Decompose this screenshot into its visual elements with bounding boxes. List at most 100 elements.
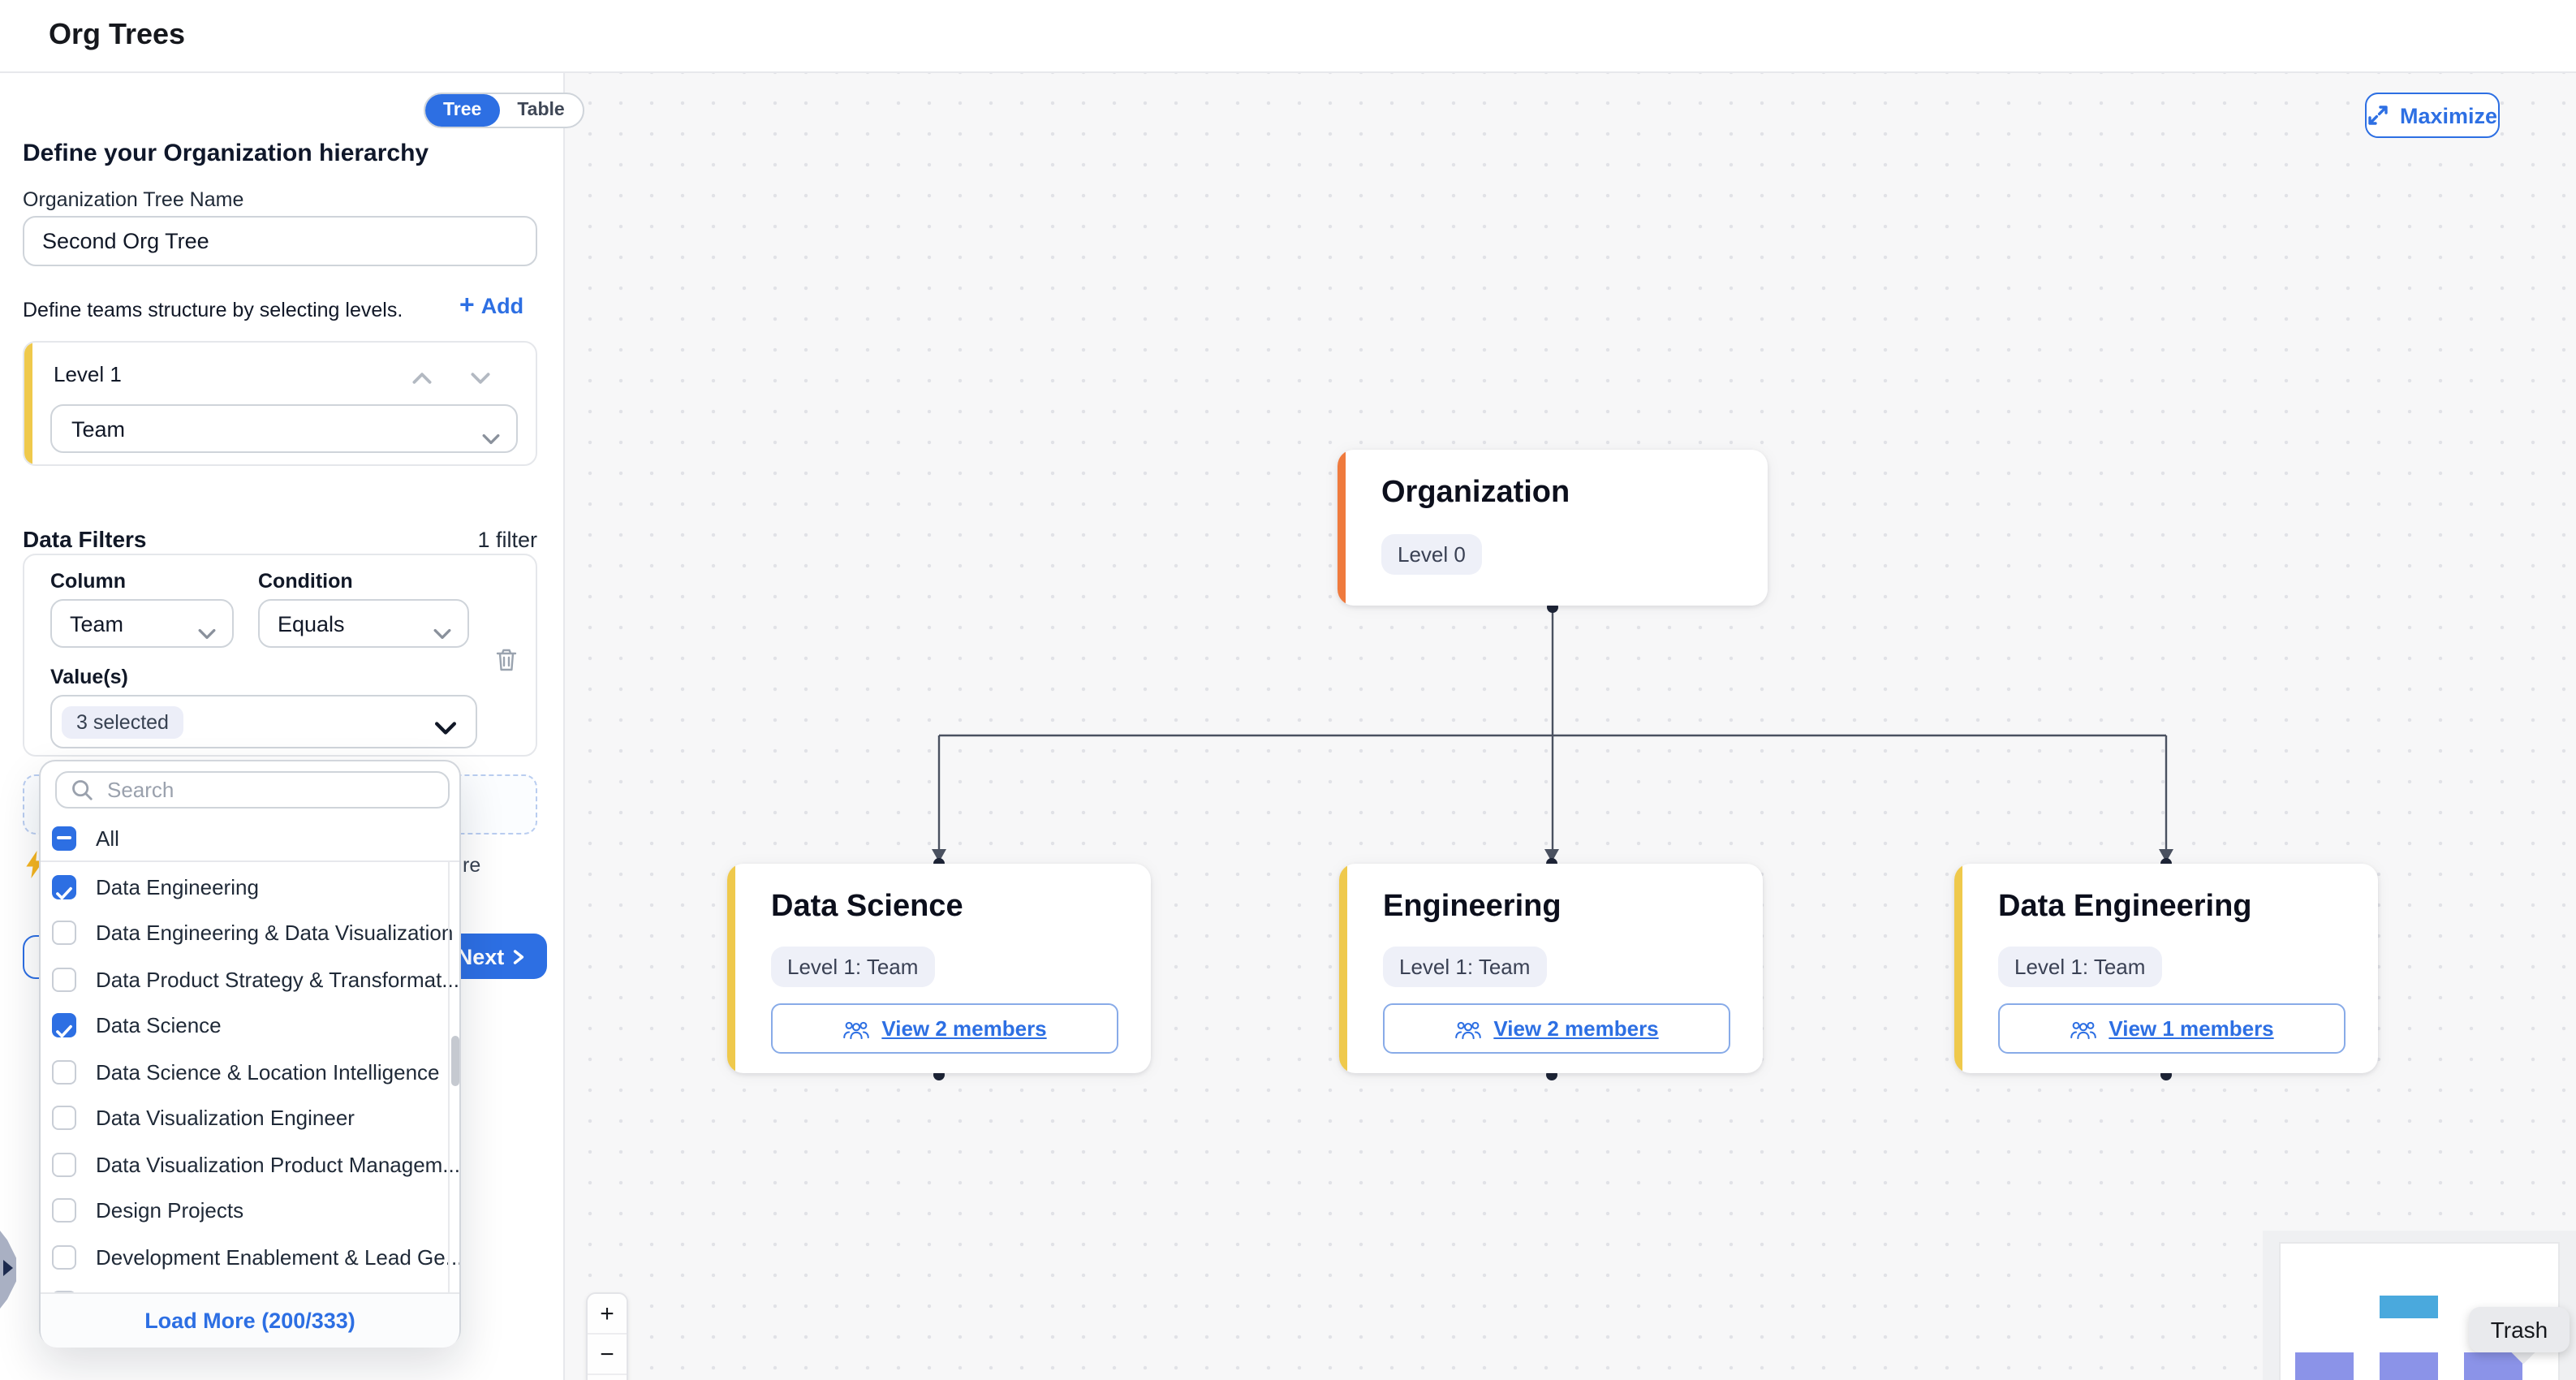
item-label: Data Visualization Engineer	[96, 1106, 355, 1131]
level-card: Level 1 Team	[23, 341, 537, 466]
node-title: Data Engineering	[1998, 890, 2252, 924]
dropdown-item[interactable]: Data Visualization Product Managem...	[41, 1141, 459, 1188]
dropdown-item[interactable]: Data Engineering & Data Visualization	[41, 910, 459, 956]
values-multiselect[interactable]: 3 selected	[50, 695, 477, 748]
item-checkbox[interactable]	[52, 1152, 76, 1177]
zoom-out-button[interactable]: −	[588, 1335, 627, 1374]
minimap[interactable]	[2263, 1231, 2576, 1380]
filter-card: Column Condition Team Equals Value(s) 3 …	[23, 554, 537, 757]
maximize-button[interactable]: Maximize	[2365, 93, 2500, 138]
node-accent-bar	[1954, 864, 1962, 1073]
move-level-down-icon[interactable]	[471, 364, 490, 393]
org-node-child[interactable]: Engineering Level 1: Team View 2 members	[1339, 864, 1763, 1073]
tree-connectors	[932, 602, 2173, 1080]
delete-filter-icon[interactable]	[493, 646, 519, 674]
chevron-right-icon	[2, 1260, 12, 1276]
item-checkbox[interactable]	[52, 874, 76, 899]
zoom-controls: + −	[586, 1292, 628, 1380]
levels-hint: Define teams structure by selecting leve…	[23, 299, 403, 321]
chevron-down-icon	[198, 619, 216, 648]
add-level-label: Add	[480, 294, 524, 318]
people-icon	[1455, 1020, 1482, 1038]
column-label: Column	[50, 570, 127, 593]
next-label: Next	[456, 944, 505, 968]
dropdown-item[interactable]: Development & Portfolio Strat...	[41, 1280, 459, 1292]
select-all-checkbox[interactable]	[52, 826, 76, 850]
tab-tree[interactable]: Tree	[425, 94, 500, 127]
view-members-button[interactable]: View 2 members	[1383, 1003, 1730, 1054]
item-label: Data Product Strategy & Transformat...	[96, 967, 459, 992]
view-members-label: View 1 members	[2109, 1016, 2274, 1041]
level-type-select[interactable]: Team	[50, 404, 518, 453]
view-toggle[interactable]: Tree Table	[424, 93, 584, 128]
maximize-label: Maximize	[2399, 103, 2498, 127]
page-title: Org Trees	[49, 18, 186, 50]
move-level-up-icon[interactable]	[412, 364, 432, 393]
org-node-root[interactable]: Organization Level 0	[1338, 450, 1768, 606]
node-level-badge: Level 1: Team	[1383, 947, 1547, 987]
org-node-child[interactable]: Data Engineering Level 1: Team View 1 me…	[1954, 864, 2378, 1073]
search-icon	[70, 778, 94, 802]
zoom-in-button[interactable]: +	[588, 1294, 627, 1333]
chevron-right-icon	[513, 949, 523, 964]
add-level-button[interactable]: + Add	[459, 292, 524, 318]
expand-icon	[2369, 106, 2389, 125]
dropdown-item[interactable]: Data Science	[41, 1003, 459, 1049]
chevron-down-icon	[482, 424, 500, 453]
item-checkbox[interactable]	[52, 921, 76, 946]
item-label: Development Enablement & Lead Ge...	[96, 1244, 459, 1270]
minimap-child-node	[2464, 1352, 2522, 1380]
view-members-button[interactable]: View 2 members	[771, 1003, 1118, 1054]
org-node-child[interactable]: Data Science Level 1: Team View 2 member…	[727, 864, 1151, 1073]
load-more-button[interactable]: Load More (200/333)	[41, 1292, 459, 1348]
dropdown-item[interactable]: Design Projects	[41, 1188, 459, 1234]
dropdown-search[interactable]	[55, 771, 450, 809]
dropdown-item[interactable]: Data Science & Location Intelligence	[41, 1049, 459, 1095]
dropdown-item[interactable]: Data Visualization Engineer	[41, 1095, 459, 1141]
tree-name-label: Organization Tree Name	[23, 188, 244, 211]
node-level-badge: Level 1: Team	[771, 947, 935, 987]
tab-table[interactable]: Table	[517, 101, 565, 120]
item-checkbox[interactable]	[52, 1106, 76, 1131]
item-checkbox[interactable]	[52, 967, 76, 992]
item-checkbox[interactable]	[52, 1244, 76, 1270]
fit-view-button[interactable]	[588, 1375, 627, 1380]
panel-heading: Define your Organization hierarchy	[23, 140, 429, 167]
values-label: Value(s)	[50, 666, 128, 688]
node-accent-bar	[727, 864, 735, 1073]
people-icon	[2070, 1020, 2097, 1038]
people-icon	[843, 1020, 870, 1038]
trash-tooltip: Trash	[2469, 1307, 2570, 1352]
node-title: Data Science	[771, 890, 963, 924]
item-checkbox[interactable]	[52, 1198, 76, 1223]
item-checkbox[interactable]	[52, 1059, 76, 1085]
values-dropdown: All Data Engineering Data Engineering & …	[39, 760, 461, 1348]
org-tree-canvas[interactable]: Maximize Organization Level 0 Data Scien…	[565, 73, 2576, 1380]
item-label: Data Engineering & Data Visualization	[96, 921, 454, 946]
item-checkbox[interactable]	[52, 1013, 76, 1038]
condition-select[interactable]: Equals	[258, 599, 469, 648]
view-members-button[interactable]: View 1 members	[1998, 1003, 2346, 1054]
column-value: Team	[70, 611, 124, 636]
dropdown-item[interactable]: Data Engineering	[41, 864, 459, 910]
minimap-root-node	[2380, 1296, 2438, 1318]
view-members-label: View 2 members	[881, 1016, 1047, 1041]
filter-count: 1 filter	[477, 528, 537, 552]
select-all-row[interactable]: All	[41, 815, 459, 860]
dropdown-item[interactable]: Development Enablement & Lead Ge...	[41, 1234, 459, 1280]
node-accent-bar	[1338, 450, 1346, 606]
column-select[interactable]: Team	[50, 599, 234, 648]
data-filters-title: Data Filters	[23, 526, 147, 552]
item-label: Data Science & Location Intelligence	[96, 1059, 440, 1085]
item-label: Design Projects	[96, 1198, 244, 1223]
search-input[interactable]	[104, 776, 403, 804]
app-header: Org Trees	[0, 0, 2576, 73]
hint-text-fragment: re	[463, 854, 481, 877]
dropdown-item[interactable]: Data Product Strategy & Transformat...	[41, 956, 459, 1003]
node-title: Engineering	[1383, 890, 1562, 924]
tree-name-input[interactable]	[23, 216, 537, 266]
condition-label: Condition	[258, 570, 353, 593]
scrollbar-thumb[interactable]	[451, 1036, 459, 1086]
lightning-icon	[24, 851, 45, 886]
